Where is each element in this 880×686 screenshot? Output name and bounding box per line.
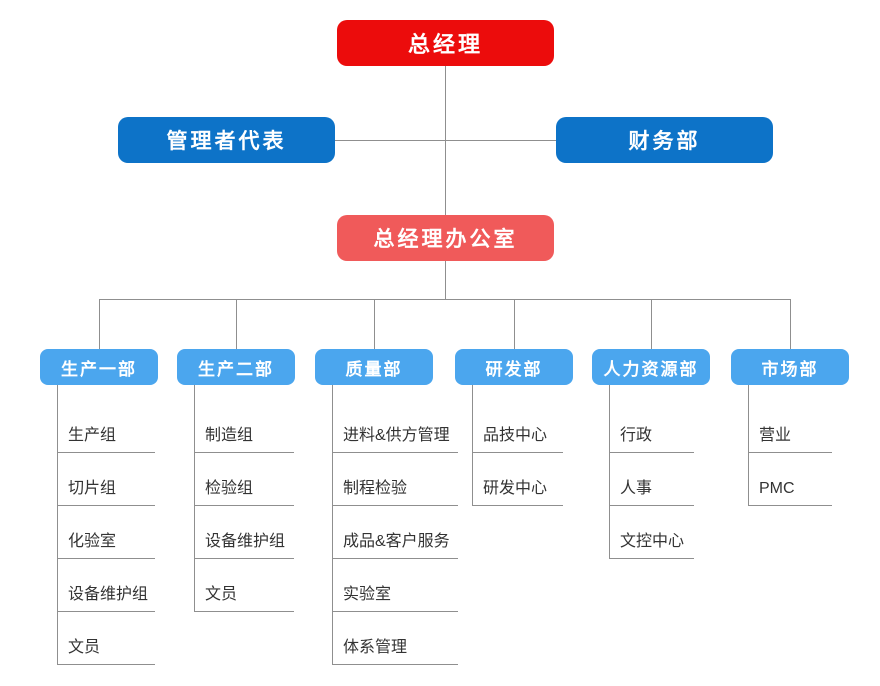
connector-drop-line <box>514 299 515 350</box>
sub-item-label: 实验室 <box>343 586 392 603</box>
sub-item-label: 文员 <box>68 639 101 656</box>
sub-item: 营业 <box>749 400 832 453</box>
sub-item-label: 检验组 <box>205 480 254 497</box>
sub-item-label: 营业 <box>759 427 792 444</box>
dept-sub-list: 行政人事文控中心 <box>609 385 694 559</box>
sub-item-label: 进料&供方管理 <box>343 427 450 444</box>
dept-sub-list: 生产组切片组化验室设备维护组文员 <box>57 385 155 665</box>
dept-box: 人力资源部 <box>592 349 710 385</box>
sub-item-label: 设备维护组 <box>68 586 149 603</box>
connector-drop-line <box>236 299 237 350</box>
sub-item: 文员 <box>58 612 155 665</box>
sub-item: 体系管理 <box>333 612 458 665</box>
sub-item-label: 制程检验 <box>343 480 408 497</box>
sub-item-label: 文控中心 <box>620 533 685 550</box>
sub-item: 进料&供方管理 <box>333 400 458 453</box>
sub-item: 品技中心 <box>473 400 563 453</box>
sub-item-label: 切片组 <box>68 480 117 497</box>
sub-item: 制造组 <box>195 400 294 453</box>
sub-item-label: 成品&客户服务 <box>343 533 450 550</box>
sub-item: 设备维护组 <box>58 559 155 612</box>
dept-box: 研发部 <box>455 349 573 385</box>
node-general-manager: 总经理 <box>337 20 554 66</box>
sub-item-label: 生产组 <box>68 427 117 444</box>
sub-item: 行政 <box>610 400 694 453</box>
connector-drop-line <box>99 299 100 350</box>
dept-box: 质量部 <box>315 349 433 385</box>
dept-sub-list: 品技中心研发中心 <box>472 385 563 506</box>
connector-drop-line <box>651 299 652 350</box>
dept-sub-list: 进料&供方管理制程检验成品&客户服务实验室体系管理 <box>332 385 458 665</box>
sub-item: 文控中心 <box>610 506 694 559</box>
sub-item-label: PMC <box>759 480 795 497</box>
sub-item-label: 文员 <box>205 586 238 603</box>
dept-sub-list: 制造组检验组设备维护组文员 <box>194 385 294 612</box>
sub-item: 制程检验 <box>333 453 458 506</box>
sub-item: 研发中心 <box>473 453 563 506</box>
connector-office-to-branch <box>445 261 446 299</box>
sub-item-label: 行政 <box>620 427 653 444</box>
node-gm-office: 总经理办公室 <box>337 215 554 261</box>
connector-drop-line <box>374 299 375 350</box>
sub-item: 生产组 <box>58 400 155 453</box>
sub-item-label: 品技中心 <box>483 427 548 444</box>
sub-item: 检验组 <box>195 453 294 506</box>
sub-item-label: 体系管理 <box>343 639 408 656</box>
dept-sub-list: 营业 PMC <box>748 385 832 506</box>
connector-drop-line <box>790 299 791 350</box>
dept-box: 生产一部 <box>40 349 158 385</box>
sub-item-label: 设备维护组 <box>205 533 286 550</box>
sub-item: 人事 <box>610 453 694 506</box>
sub-item-label: 研发中心 <box>483 480 548 497</box>
sub-item: 文员 <box>195 559 294 612</box>
connector-level2 <box>333 140 556 141</box>
sub-item-label: 人事 <box>620 480 653 497</box>
sub-item: 化验室 <box>58 506 155 559</box>
dept-box: 市场部 <box>731 349 849 385</box>
sub-item: PMC <box>749 453 832 506</box>
sub-item: 切片组 <box>58 453 155 506</box>
dept-box: 生产二部 <box>177 349 295 385</box>
sub-item: 设备维护组 <box>195 506 294 559</box>
sub-item: 成品&客户服务 <box>333 506 458 559</box>
node-management-representative: 管理者代表 <box>118 117 335 163</box>
sub-item: 实验室 <box>333 559 458 612</box>
sub-item-label: 化验室 <box>68 533 117 550</box>
node-finance-department: 财务部 <box>556 117 773 163</box>
sub-item-label: 制造组 <box>205 427 254 444</box>
connector-branch <box>99 299 791 300</box>
